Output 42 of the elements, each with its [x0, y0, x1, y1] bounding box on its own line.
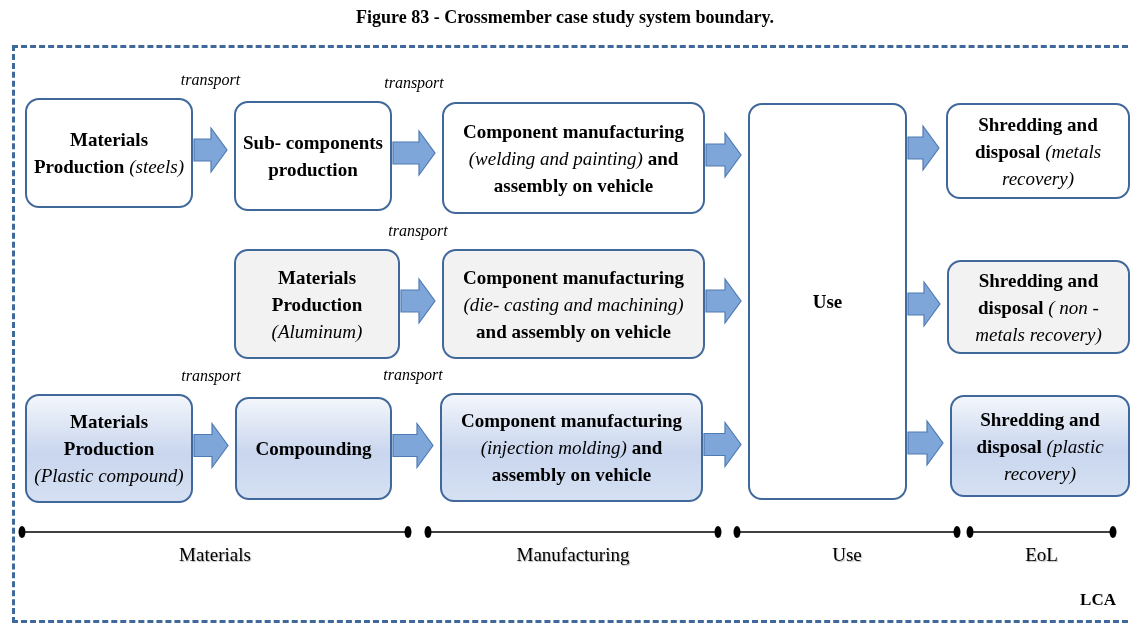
process-text: Sub- components production — [242, 131, 384, 182]
block-arrow — [392, 129, 436, 177]
process-text: Materials Production (Aluminum) — [270, 265, 364, 344]
system-boundary — [12, 45, 1128, 623]
boundary-label: LCA — [1080, 590, 1116, 610]
process-text: Component manufacturing (injection molding) and assembly on vehicle — [459, 409, 684, 487]
process-text: Use — [812, 290, 843, 314]
block-arrow — [907, 124, 940, 172]
process-text: Materials Production (Plastic compound) — [33, 410, 185, 488]
block-arrow — [907, 280, 941, 328]
phase-label: EoL — [1025, 544, 1058, 566]
process-text: Shredding and disposal ( non - metals recovery) — [974, 268, 1103, 347]
process-text: Shredding and disposal (plastic recovery) — [975, 407, 1105, 486]
figure-title: Figure 83 - Crossmember case study system boundary. — [355, 7, 775, 28]
process-box — [947, 260, 1130, 354]
process-box — [25, 394, 193, 503]
block-arrow — [400, 277, 436, 325]
process-box — [950, 395, 1130, 497]
process-box — [748, 103, 907, 500]
block-arrow — [392, 421, 434, 470]
process-text: Shredding and disposal (metals recovery) — [973, 112, 1103, 191]
phase-label: Manufacturing — [516, 544, 630, 566]
process-text: Component manufacturing (die- casting and machining) and assembly on vehicle — [461, 265, 686, 344]
block-arrow — [703, 420, 742, 469]
block-arrow — [193, 126, 228, 174]
block-arrow — [705, 131, 742, 179]
process-box — [25, 98, 193, 208]
process-box — [235, 397, 392, 500]
process-text: Materials Production (steels) — [33, 128, 185, 179]
block-arrow — [705, 277, 742, 325]
process-box — [442, 249, 705, 359]
process-box — [946, 103, 1130, 199]
process-text: Component manufacturing (welding and painting) and assembly on vehicle — [461, 119, 686, 198]
phase-label: Materials — [179, 544, 251, 566]
process-box — [234, 249, 400, 359]
phase-label: Use — [832, 544, 862, 566]
process-box — [442, 102, 705, 214]
process-text: Compounding — [255, 437, 372, 461]
block-arrow — [907, 419, 944, 467]
process-box — [234, 101, 392, 211]
process-box — [440, 393, 703, 502]
block-arrow — [193, 421, 229, 470]
